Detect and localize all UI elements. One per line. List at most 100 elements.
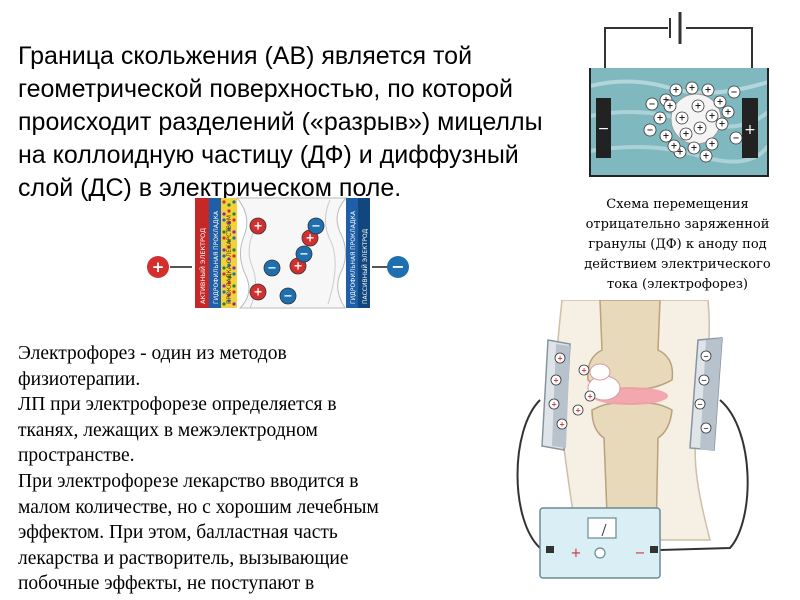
title-line: происходит разделений («разрыв») мицеллы: [18, 108, 543, 136]
svg-text:−: −: [703, 424, 709, 432]
tissue-ions: ++++−−−−: [249, 217, 325, 305]
knee-minus-ion: −: [700, 422, 712, 434]
beaker-plus-ion: +: [685, 81, 699, 95]
knee-minus-ion: −: [694, 398, 706, 410]
title-line: на коллоидную частицу (ДФ) и диффузный: [18, 141, 519, 169]
drug-pad-label: ПРОКЛАДКА С ЛЕКАРСТВОМ: [226, 215, 233, 304]
knee-plus-ion: +: [578, 364, 590, 376]
svg-text:−: −: [701, 376, 707, 384]
beaker-plus-ion: +: [679, 127, 693, 141]
svg-text:+: +: [724, 107, 731, 117]
svg-text:+: +: [553, 376, 559, 384]
hydrophilic-pad-left-label: ГИДРОФИЛЬНАЯ ПРОКЛАДКА: [213, 210, 220, 304]
drug-particle: [232, 248, 236, 252]
drug-particles: [222, 200, 236, 306]
beaker-plus-ion: +: [667, 139, 681, 153]
svg-text:−: −: [730, 87, 737, 97]
svg-text:+: +: [708, 139, 715, 149]
svg-text:+: +: [688, 83, 695, 93]
drug-particle: [222, 254, 226, 258]
caption-line: гранулы (ДФ) к аноду под: [588, 237, 767, 252]
svg-text:+: +: [702, 151, 709, 161]
beaker-caption: Схема перемещения отрицательно заряженно…: [555, 195, 800, 295]
body-line: пространстве.: [18, 445, 135, 467]
beaker-plus-ion: +: [663, 99, 677, 113]
svg-text:+: +: [682, 129, 689, 139]
svg-text:−: −: [267, 262, 276, 275]
svg-text:+: +: [678, 113, 685, 123]
tissue-plus-ion: +: [249, 283, 267, 301]
body-line: побочные эффекты, не поступают в: [18, 573, 315, 595]
caption-line: отрицательно заряженной: [585, 217, 770, 232]
drug-particle: [227, 221, 231, 225]
tissue-minus-ion: −: [263, 259, 281, 277]
svg-text:−: −: [283, 290, 292, 303]
svg-text:−: −: [732, 133, 739, 143]
knee-plus-ion: +: [556, 418, 568, 430]
tissue-minus-ion: −: [307, 217, 325, 235]
svg-text:+: +: [672, 85, 679, 95]
drug-particle: [227, 245, 231, 249]
svg-text:+: +: [305, 232, 314, 245]
svg-text:−: −: [311, 220, 320, 233]
slide-title: Граница скольжения (АВ) является той гео…: [18, 40, 588, 205]
knee-electrophoresis-illustration: +++++++−−−− + −: [516, 300, 749, 579]
knee-plus-ion: +: [548, 398, 560, 410]
svg-text:−: −: [648, 99, 655, 109]
knee-plus-ion: +: [554, 352, 566, 364]
svg-text:−: −: [646, 125, 653, 135]
drug-particle: [232, 284, 236, 288]
drug-particle: [232, 266, 236, 270]
knee-plus-ion: +: [584, 390, 596, 402]
knee-minus-ion: −: [698, 374, 710, 386]
beaker-plus-ion: +: [687, 141, 701, 155]
beaker-minus-ion: −: [645, 97, 659, 111]
drug-particle: [232, 200, 236, 204]
svg-text:+: +: [551, 400, 557, 408]
body-line: малом количестве, но с хорошим лечебным: [18, 496, 379, 518]
beaker-minus-ion: −: [643, 123, 657, 137]
beaker-plus-ion: +: [721, 105, 735, 119]
drug-particle: [222, 200, 226, 204]
svg-text:+: +: [575, 406, 581, 414]
drug-particle: [232, 302, 236, 306]
caption-line: Схема перемещения: [606, 197, 749, 212]
drug-particle: [232, 254, 236, 258]
body-text: Электрофорез - один из методов физиотера…: [18, 341, 488, 597]
svg-text:+: +: [557, 354, 563, 362]
svg-text:+: +: [293, 260, 302, 273]
beaker-plus-ion: +: [715, 117, 729, 131]
beaker-plus-ion: +: [693, 121, 707, 135]
svg-text:+: +: [716, 97, 723, 107]
tissue-minus-ion: −: [295, 245, 313, 263]
right-minus-ion: −: [391, 257, 404, 276]
drug-particle: [222, 230, 226, 234]
svg-text:+: +: [708, 111, 715, 121]
beaker-plus-ion: +: [701, 83, 715, 97]
svg-text:+: +: [718, 119, 725, 129]
drug-particle: [227, 293, 231, 297]
drug-particle: [232, 212, 236, 216]
svg-text:+: +: [704, 85, 711, 95]
drug-particle: [227, 281, 231, 285]
beaker-minus-label: −: [598, 121, 610, 137]
drug-particle: [227, 275, 231, 279]
beaker-ion-cloud: ++++++++++++++++++++−−−−: [643, 81, 743, 163]
drug-particle: [232, 236, 236, 240]
drug-particle: [222, 218, 226, 222]
drug-particle: [232, 230, 236, 234]
drug-particle: [232, 272, 236, 276]
svg-text:+: +: [676, 147, 683, 157]
body-line: физиотерапии.: [18, 368, 141, 390]
title-line: Граница скольжения (АВ) является той: [18, 42, 473, 70]
caption-line: действием электрического: [584, 257, 771, 272]
active-electrode-label: АКТИВНЫЙ ЭЛЕКТРОД: [198, 228, 207, 304]
beaker-plus-ion: +: [705, 137, 719, 151]
device-plus-label: +: [571, 546, 582, 561]
svg-text:+: +: [662, 131, 669, 141]
beaker-plus-ion: +: [699, 149, 713, 163]
title-line: слой (ДС) в электрическом поле.: [18, 174, 402, 202]
beaker-plus-ion: +: [705, 109, 719, 123]
beaker-plus-ion: +: [659, 129, 673, 143]
beaker-minus-ion: −: [727, 85, 741, 99]
